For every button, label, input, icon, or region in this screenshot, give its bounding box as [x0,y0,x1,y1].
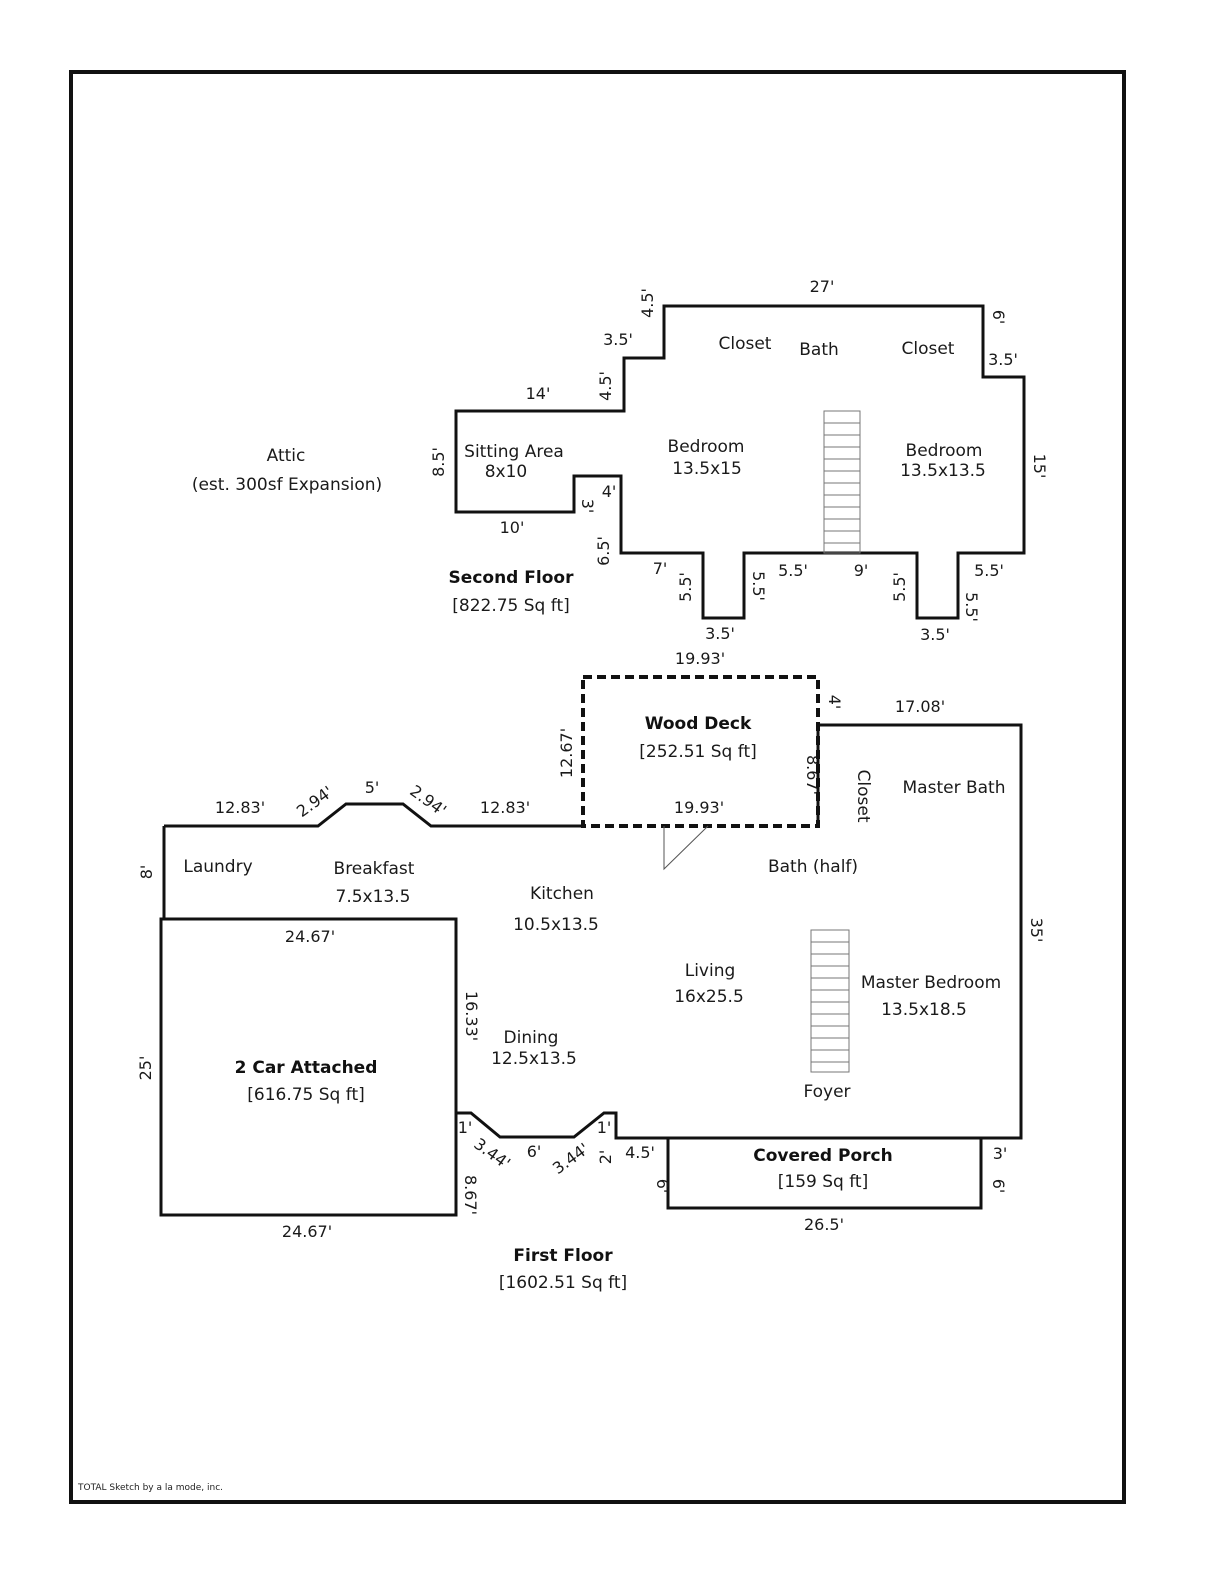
bedroom-1-size: 13.5x15 [672,459,742,479]
dim-label: 19.93' [675,649,725,668]
closet-left-label: Closet [719,334,772,354]
living-label: Living [685,961,736,981]
dim-label: 5' [365,778,380,797]
second-floor-stairs [823,410,861,554]
wood-deck-title: Wood Deck [645,714,752,734]
dim-label: 3.5' [920,625,950,644]
dim-label: 5.5' [890,572,909,602]
wood-deck-area: [252.51 Sq ft] [639,742,757,762]
dim-label: 24.67' [285,927,335,946]
dim-label: 8' [137,865,156,880]
bedroom-1-label: Bedroom [668,437,745,457]
first-floor-outline [162,723,1023,1140]
second-floor-area: [822.75 Sq ft] [452,596,570,616]
garage-title: 2 Car Attached [235,1058,378,1078]
sitting-area-size: 8x10 [485,462,528,482]
master-bedroom-label: Master Bedroom [861,973,1001,993]
covered-porch-area: [159 Sq ft] [778,1172,868,1192]
dim-label: 4.5' [638,288,657,318]
dim-label: 3.44' [549,1139,593,1178]
dim-label: 2.94' [406,781,450,820]
dim-label: 15' [1030,454,1049,479]
foyer-label: Foyer [803,1082,850,1102]
dim-label: 4.5' [596,371,615,401]
dim-label: 3' [993,1144,1008,1163]
dim-label: 7' [653,559,668,578]
dim-label: 3.5' [603,330,633,349]
dim-label: 6' [653,1179,672,1194]
dim-label: 19.93' [674,798,724,817]
dim-label: 24.67' [282,1222,332,1241]
dim-label: 2' [596,1150,615,1165]
dim-label: 16.33' [462,991,481,1041]
dim-label: 3.5' [988,350,1018,369]
breakfast-size: 7.5x13.5 [336,887,411,907]
master-bath-label: Master Bath [903,778,1006,798]
master-bedroom-size: 13.5x18.5 [881,1000,967,1020]
second-floor-outline [454,304,1026,620]
first-floor-title: First Floor [513,1246,613,1266]
dim-label: 4' [825,695,844,710]
dim-label: 35' [1027,918,1046,943]
dim-label: 17.08' [895,697,945,716]
bedroom-2-size: 13.5x13.5 [900,461,986,481]
dim-label: 4.5' [625,1143,655,1162]
dim-label: 12.83' [480,798,530,817]
dim-label: 8.5' [429,447,448,477]
dim-label: 9' [854,561,869,580]
dim-label: 1' [458,1118,473,1137]
attic-note: (est. 300sf Expansion) [192,475,382,495]
living-size: 16x25.5 [674,987,744,1007]
dim-label: 14' [526,384,551,403]
first-floor-area: [1602.51 Sq ft] [499,1273,627,1293]
first-floor-stairs [810,929,850,1073]
bedroom-2-label: Bedroom [906,441,983,461]
second-floor-title: Second Floor [449,568,575,588]
dim-label: 1' [597,1118,612,1137]
dim-label: 12.83' [215,798,265,817]
dim-label: 5.5' [676,572,695,602]
attic-label: Attic [267,446,306,466]
dim-label: 6' [527,1142,542,1161]
dim-label: 26.5' [804,1215,844,1234]
dim-label: 10' [500,518,525,537]
footer-credit: TOTAL Sketch by a la mode, inc. [77,1483,223,1493]
dim-label: 3' [578,499,597,514]
dim-label: 5.5' [749,571,768,601]
dim-label: 27' [810,277,835,296]
dim-label: 6' [989,1179,1008,1194]
dim-label: 4' [602,482,617,501]
dim-label: 6.5' [594,536,613,566]
bath-label: Bath [799,340,839,360]
dining-label: Dining [504,1028,559,1048]
dim-label: 8.67' [461,1175,480,1215]
covered-porch-title: Covered Porch [753,1146,892,1166]
dim-label: 3.5' [705,624,735,643]
garage-outline [159,917,458,1217]
dim-label: 5.5' [974,561,1004,580]
sitting-area-label: Sitting Area [464,442,564,462]
door-swing [663,825,709,871]
kitchen-size: 10.5x13.5 [513,915,599,935]
dim-label: 5.5' [962,592,981,622]
dim-label: 6' [989,310,1008,325]
dining-size: 12.5x13.5 [491,1049,577,1069]
dim-label: 12.67' [557,728,576,778]
closet-right-label: Closet [902,339,955,359]
covered-porch-outline [666,1138,983,1210]
page-frame [69,70,1126,1504]
closet-label: Closet [853,770,873,823]
dim-label: 3.44' [470,1134,514,1173]
laundry-label: Laundry [183,857,252,877]
garage-area: [616.75 Sq ft] [247,1085,365,1105]
dim-label: 25' [136,1056,155,1081]
bath-half-label: Bath (half) [768,857,858,877]
dim-label: 5.5' [778,561,808,580]
kitchen-label: Kitchen [530,884,594,904]
breakfast-label: Breakfast [334,859,415,879]
